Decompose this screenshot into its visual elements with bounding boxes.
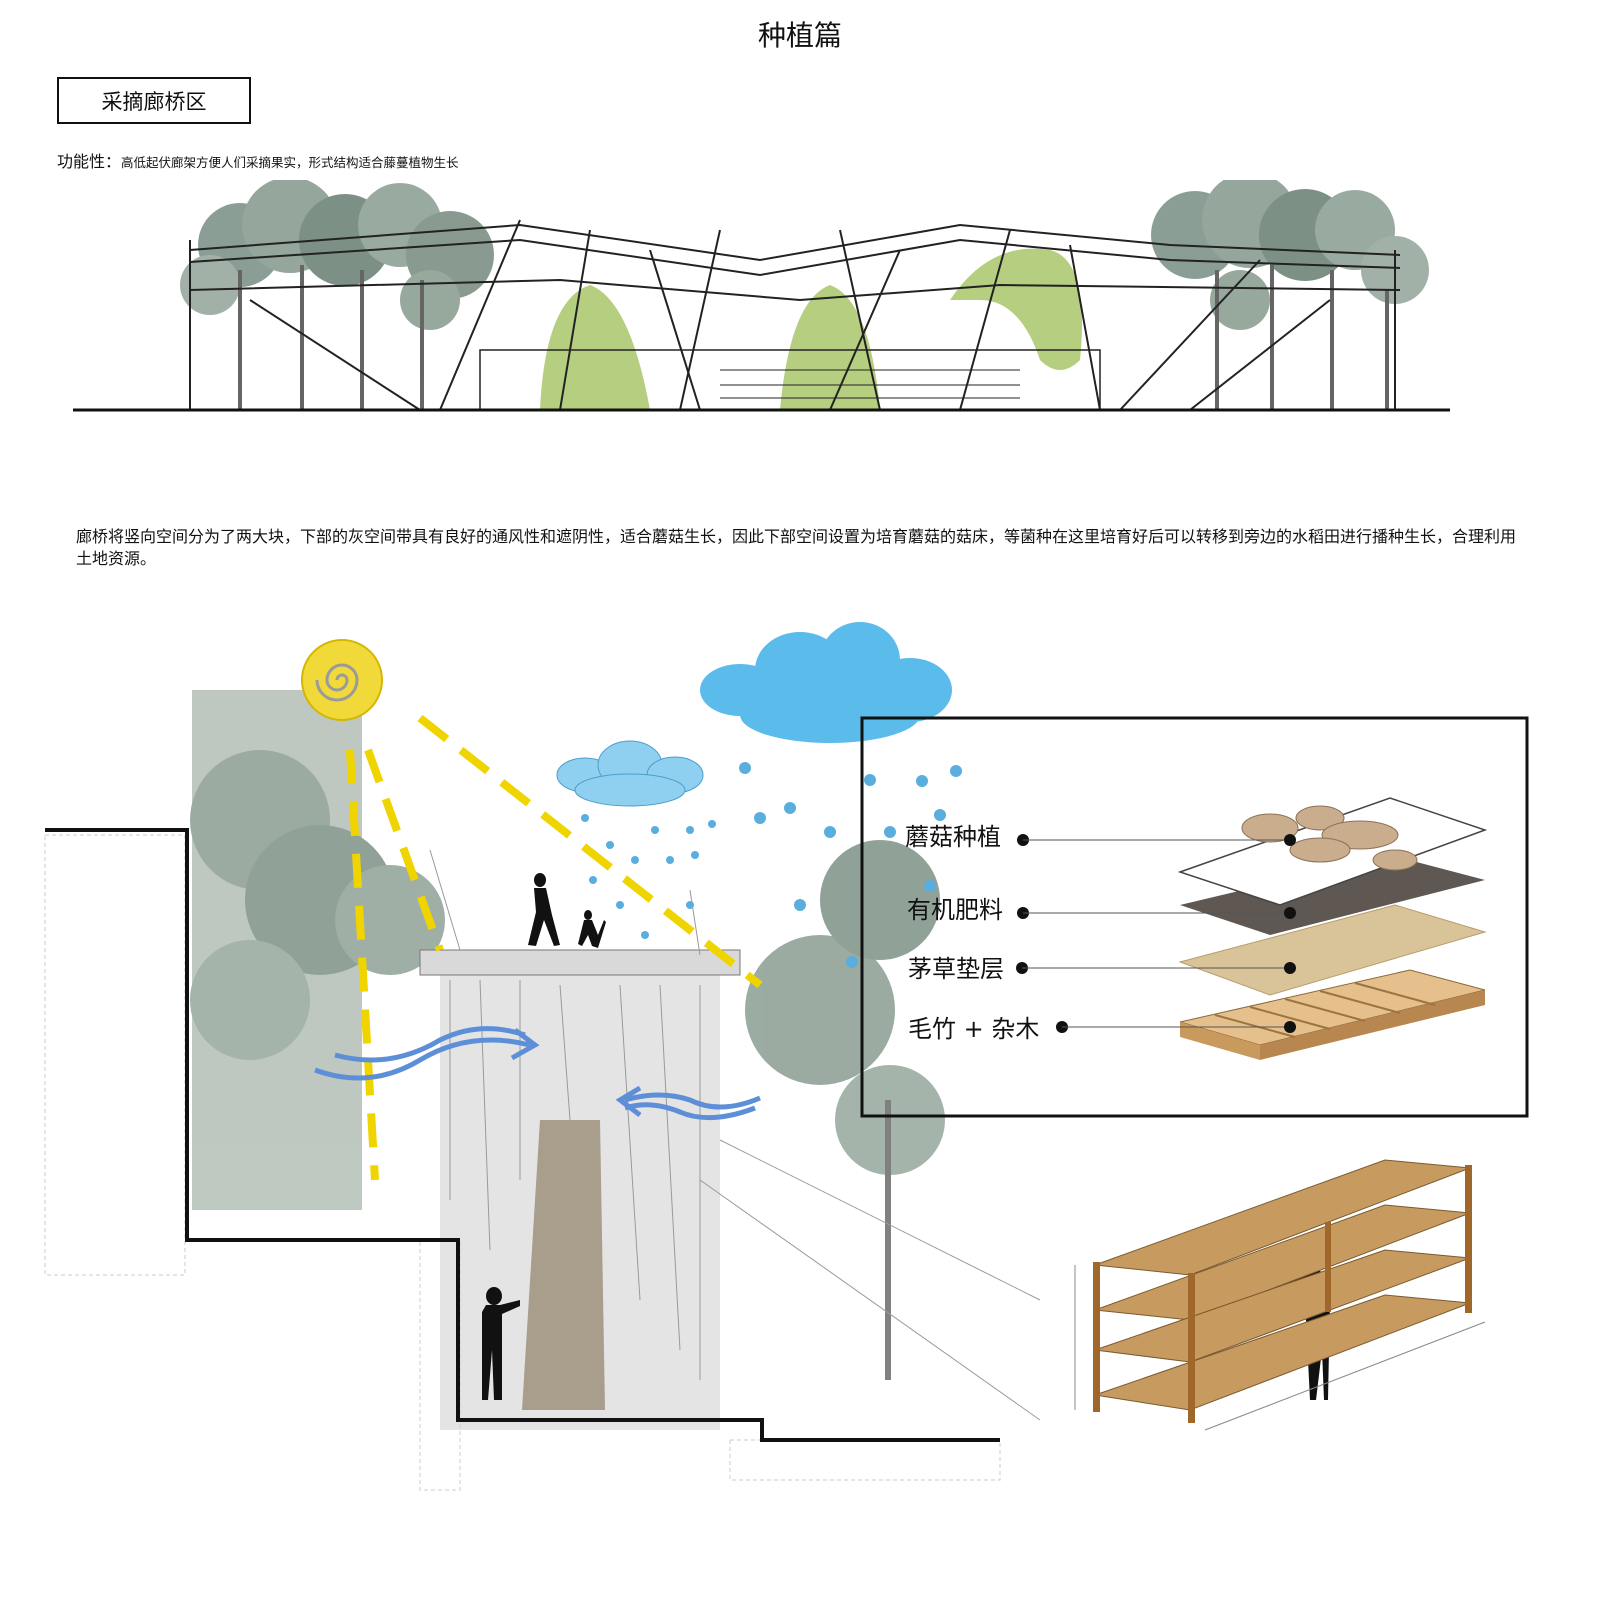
layer-label-mushroom: 蘑菇种植 bbox=[905, 823, 1001, 851]
layer-fertilizer: 有机肥料 bbox=[907, 896, 1296, 924]
rain-drops bbox=[581, 762, 962, 968]
elevation-trees bbox=[180, 180, 1429, 410]
layer-label-thatch: 茅草垫层 bbox=[908, 955, 1004, 983]
corridor-elevation-drawing bbox=[73, 180, 1450, 412]
mushroom-shelf-illustration bbox=[1074, 1159, 1486, 1431]
layer-callout-box bbox=[860, 716, 1529, 1118]
layer-label-bamboo: 毛竹 + 杂木 bbox=[908, 1015, 1039, 1043]
layer-mushroom: 蘑菇种植 bbox=[905, 823, 1296, 851]
layer-label-fertilizer: 有机肥料 bbox=[907, 896, 1003, 924]
cloud-small-icon bbox=[556, 740, 704, 807]
elevation-vines bbox=[540, 248, 1082, 410]
section-diagram: 蘑菇种植 有机肥料 茅草垫层 毛竹 + 杂木 bbox=[44, 622, 1529, 1491]
layer-thatch: 茅草垫层 bbox=[908, 955, 1296, 983]
function-label: 功能性： bbox=[57, 152, 122, 171]
ground-section-line bbox=[45, 828, 1000, 1442]
function-text: 高低起伏廊架方便人们采摘果实，形式结构适合藤蔓植物生长 bbox=[121, 155, 459, 170]
bridge-structure bbox=[419, 849, 1041, 1430]
layer-bamboo-wood: 毛竹 + 杂木 bbox=[908, 1015, 1296, 1043]
function-line: 功能性：高低起伏廊架方便人们采摘果实，形式结构适合藤蔓植物生长 bbox=[57, 148, 459, 172]
layer-callouts: 蘑菇种植 有机肥料 茅草垫层 毛竹 + 杂木 bbox=[905, 823, 1296, 1043]
elevation-structure bbox=[189, 219, 1401, 411]
page-title: 种植篇 bbox=[757, 19, 842, 52]
layer-stack-illustration bbox=[1177, 797, 1488, 1060]
description-text: 廊桥将竖向空间分为了两大块，下部的灰空间带具有良好的通风性和遮阴性，适合蘑菇生长… bbox=[76, 527, 1517, 568]
cloud-big-icon bbox=[700, 622, 952, 743]
sun-icon bbox=[301, 639, 383, 721]
section-trees bbox=[190, 690, 945, 1380]
sun-rays bbox=[346, 714, 763, 1181]
section-label: 采摘廊桥区 bbox=[57, 77, 251, 124]
wind-arrows bbox=[314, 1026, 761, 1121]
